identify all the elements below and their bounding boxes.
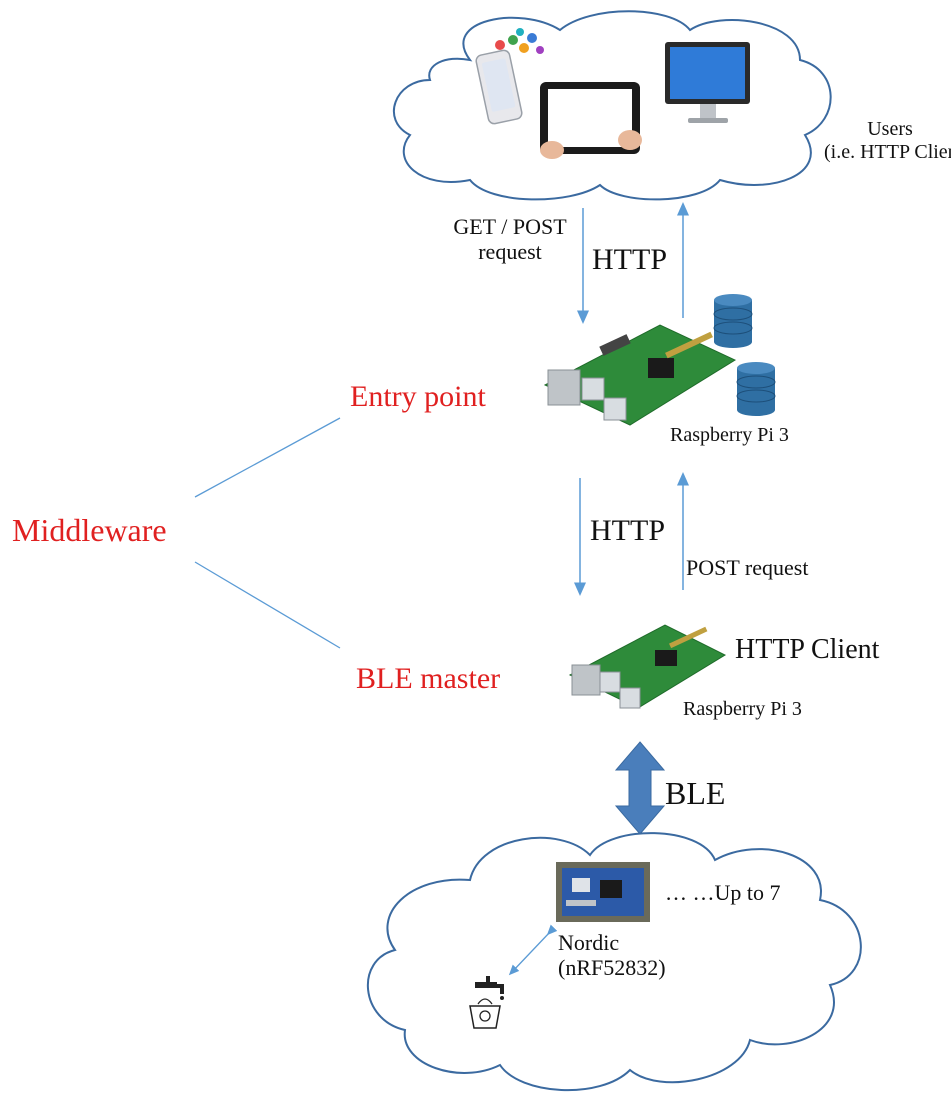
get-post-line-1: GET / POST (453, 214, 567, 239)
smartphone-icon (475, 28, 544, 125)
entry-point-label: Entry point (350, 380, 486, 413)
http-top-label: HTTP (592, 243, 667, 276)
database-icon (736, 362, 776, 416)
raspberry-pi-icon (543, 324, 737, 426)
post-request-label: POST request (686, 555, 809, 580)
devices-cloud (366, 832, 862, 1092)
monitor-icon (665, 42, 750, 123)
ble-label: BLE (665, 775, 726, 811)
http-middle-label: HTTP (590, 514, 665, 547)
users-label-line-2: (i.e. HTTP Client) (824, 141, 951, 163)
nordic-label: Nordic (nRF52832) (558, 930, 666, 981)
middleware-line-bottom (194, 561, 341, 649)
raspberry-pi-icon (568, 624, 727, 709)
nordic-line-1: Nordic (558, 930, 620, 955)
up-to-label: … …Up to 7 (665, 880, 781, 905)
middleware-line-top (194, 417, 341, 498)
rpi-top-label: Raspberry Pi 3 (670, 424, 789, 446)
ble-double-arrow (614, 741, 666, 835)
users-label: Users (i.e. HTTP Client) (824, 118, 951, 164)
http-client-label: HTTP Client (735, 634, 880, 665)
users-label-line-1: Users (867, 118, 913, 140)
device-link-arrow (508, 924, 558, 976)
get-post-line-2: request (478, 239, 542, 265)
get-post-label: GET / POST request (440, 214, 580, 265)
ble-master-label: BLE master (356, 662, 501, 695)
water-tap-icon (469, 976, 504, 1029)
rpi-bottom-label: Raspberry Pi 3 (683, 698, 802, 720)
database-icon (713, 294, 753, 348)
tablet-icon (540, 82, 642, 159)
nordic-line-2: (nRF52832) (558, 955, 666, 981)
nordic-board-icon (556, 862, 650, 922)
middleware-label: Middleware (12, 512, 167, 548)
